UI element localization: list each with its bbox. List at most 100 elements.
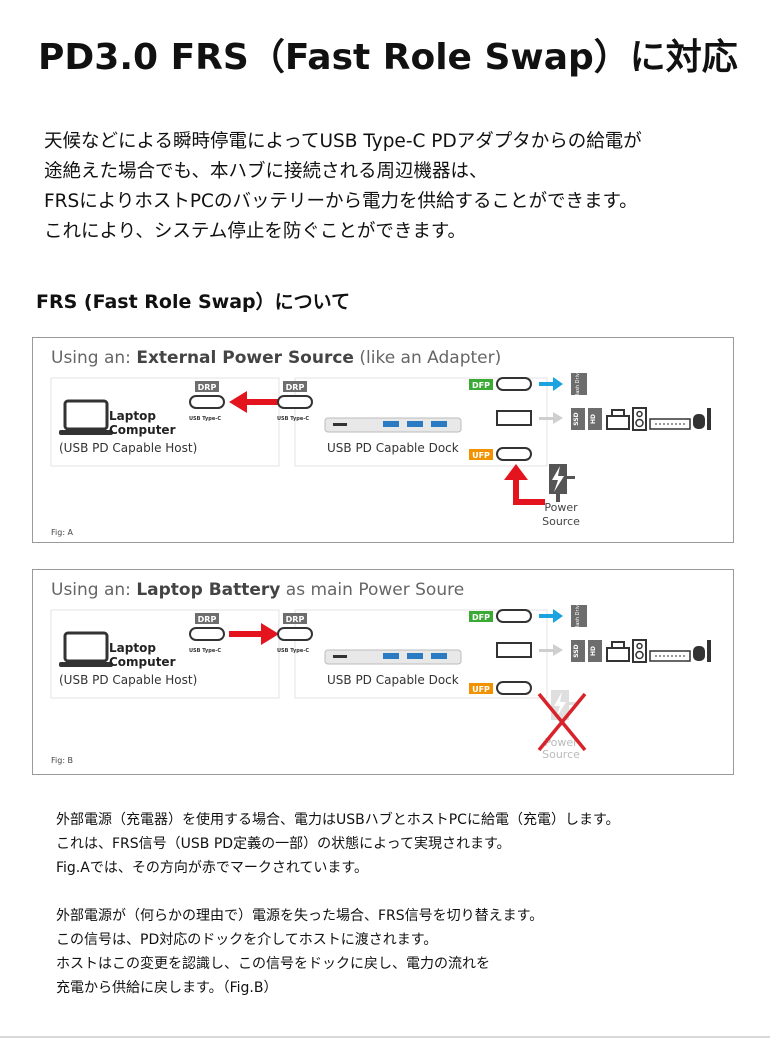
drp-badge-label: DRP <box>286 383 305 392</box>
drp-badge-label: DRP <box>198 383 217 392</box>
usb-c-port-icon <box>496 609 532 623</box>
figure-label: Fig: A <box>51 528 74 537</box>
ssd-icon <box>571 408 585 430</box>
dock-box <box>294 609 548 699</box>
ssd-icon <box>571 640 585 662</box>
dfp-badge <box>469 379 493 390</box>
power-source-label: Power <box>544 736 578 749</box>
intro-text: 天候などによる瞬時停電によってUSB Type-C PDアダプタからの給電が 途… <box>44 127 744 247</box>
speaker-icon <box>632 639 647 663</box>
drp-badge <box>195 381 219 392</box>
intro-line: 途絶えた場合でも、本ハブに接続される周辺機器は、 <box>44 161 488 182</box>
red-arrow-left-icon <box>229 391 279 413</box>
keyboard-icon <box>649 418 691 430</box>
figure-b-heading: Using an: Laptop Battery as main Power S… <box>51 580 464 600</box>
host-box <box>50 609 280 699</box>
section-title: FRS (Fast Role Swap）について <box>36 291 351 313</box>
hd-icon <box>588 640 602 662</box>
port-label: USB Type-C <box>189 416 221 422</box>
flash-drive-label: Flash Drive <box>575 370 581 398</box>
host-label: (USB PD Capable Host) <box>59 441 197 455</box>
disconnected-cross-icon <box>537 692 587 752</box>
flash-drive-icon <box>571 373 587 395</box>
drp-badge <box>283 613 307 624</box>
usb-c-port-icon <box>277 627 313 641</box>
figure-a: Using an: External Power Source (like an… <box>32 337 734 543</box>
port-label: USB Type-C <box>277 648 309 654</box>
laptop-icon <box>59 631 113 667</box>
usb-c-port-icon <box>496 681 532 695</box>
intro-line: 天候などによる瞬時停電によってUSB Type-C PDアダプタからの給電が <box>44 131 642 152</box>
drp-badge <box>283 381 307 392</box>
hd-label: HD <box>590 646 597 656</box>
figure-b: Using an: Laptop Battery as main Power S… <box>32 569 734 775</box>
explanation-line: ホストはこの変更を認識し、この信号をドックに戻し、電力の流れを <box>56 956 490 972</box>
port-label: USB Type-C <box>189 648 221 654</box>
explanation-line: この信号は、PD対応のドックを介してホストに渡されます。 <box>56 932 438 948</box>
figure-b-diagram: Using an: Laptop Battery as main Power S… <box>50 580 711 765</box>
power-source-label: Power <box>544 501 578 514</box>
laptop-label: Computer <box>109 423 176 437</box>
ufp-badge-label: UFP <box>472 451 490 460</box>
power-source-label: Source <box>542 748 580 761</box>
ufp-badge-label: UFP <box>472 685 490 694</box>
ssd-label: SSD <box>573 644 580 657</box>
ufp-badge <box>469 683 493 694</box>
gray-arrow-right-icon <box>539 644 563 656</box>
dock-icon <box>324 417 462 433</box>
printer-icon <box>606 641 630 662</box>
intro-line: これにより、システム停止を防ぐことができます。 <box>44 221 466 242</box>
keyboard-icon <box>649 650 691 662</box>
laptop-icon <box>59 399 113 435</box>
figure-a-diagram: Using an: External Power Source (like an… <box>50 348 711 537</box>
blue-arrow-right-icon <box>539 609 563 623</box>
mouse-icon <box>693 408 711 430</box>
explanation-line: 外部電源が（何らかの理由で）電源を失った場合、FRS信号を切り替えます。 <box>56 908 544 924</box>
flash-drive-icon <box>571 605 587 627</box>
laptop-label: Laptop <box>109 641 156 655</box>
laptop-label: Laptop <box>109 409 156 423</box>
explanation-paragraph: 外部電源が（何らかの理由で）電源を失った場合、FRS信号を切り替えます。 この信… <box>56 904 746 1000</box>
hd-label: HD <box>590 414 597 424</box>
ufp-badge <box>469 449 493 460</box>
port-label: USB Type-C <box>277 416 309 422</box>
usb-c-port-icon <box>496 377 532 391</box>
power-adapter-icon <box>549 464 575 502</box>
host-label: (USB PD Capable Host) <box>59 673 197 687</box>
hd-icon <box>588 408 602 430</box>
blue-arrow-right-icon <box>539 377 563 391</box>
power-source-label: Source <box>542 515 580 528</box>
gray-arrow-right-icon <box>539 412 563 424</box>
dock-icon <box>324 649 462 665</box>
explanation-line: Fig.Aでは、その方向が赤でマークされています。 <box>56 860 369 876</box>
red-arrow-right-icon <box>229 623 279 645</box>
usb-c-port-icon <box>189 395 225 409</box>
mouse-icon <box>693 640 711 662</box>
usb-c-port-icon <box>277 395 313 409</box>
host-box <box>50 377 280 467</box>
flash-drive-label: Flash Drive <box>575 602 581 630</box>
drp-badge <box>195 613 219 624</box>
dock-box <box>294 377 548 467</box>
usb-a-port-icon <box>496 410 532 426</box>
usb-a-port-icon <box>496 642 532 658</box>
figure-label: Fig: B <box>51 756 73 765</box>
dfp-badge <box>469 611 493 622</box>
explanation-line: 充電から供給に戻します。（Fig.B） <box>56 980 278 996</box>
dock-label: USB PD Capable Dock <box>327 673 459 687</box>
figure-a-heading: Using an: External Power Source (like an… <box>51 348 501 368</box>
dock-label: USB PD Capable Dock <box>327 441 459 455</box>
dfp-badge-label: DFP <box>472 381 490 390</box>
printer-icon <box>606 409 630 430</box>
red-arrow-up-icon <box>504 464 545 505</box>
bottom-divider <box>0 1036 770 1038</box>
drp-badge-label: DRP <box>286 615 305 624</box>
usb-c-port-icon <box>496 447 532 461</box>
ssd-label: SSD <box>573 412 580 425</box>
laptop-label: Computer <box>109 655 176 669</box>
drp-badge-label: DRP <box>198 615 217 624</box>
explanation-line: これは、FRS信号（USB PD定義の一部）の状態によって実現されます。 <box>56 836 511 852</box>
page-title: PD3.0 FRS（Fast Role Swap）に対応 <box>38 37 738 78</box>
explanation-paragraph: 外部電源（充電器）を使用する場合、電力はUSBハブとホストPCに給電（充電）しま… <box>56 808 746 880</box>
speaker-icon <box>632 407 647 431</box>
